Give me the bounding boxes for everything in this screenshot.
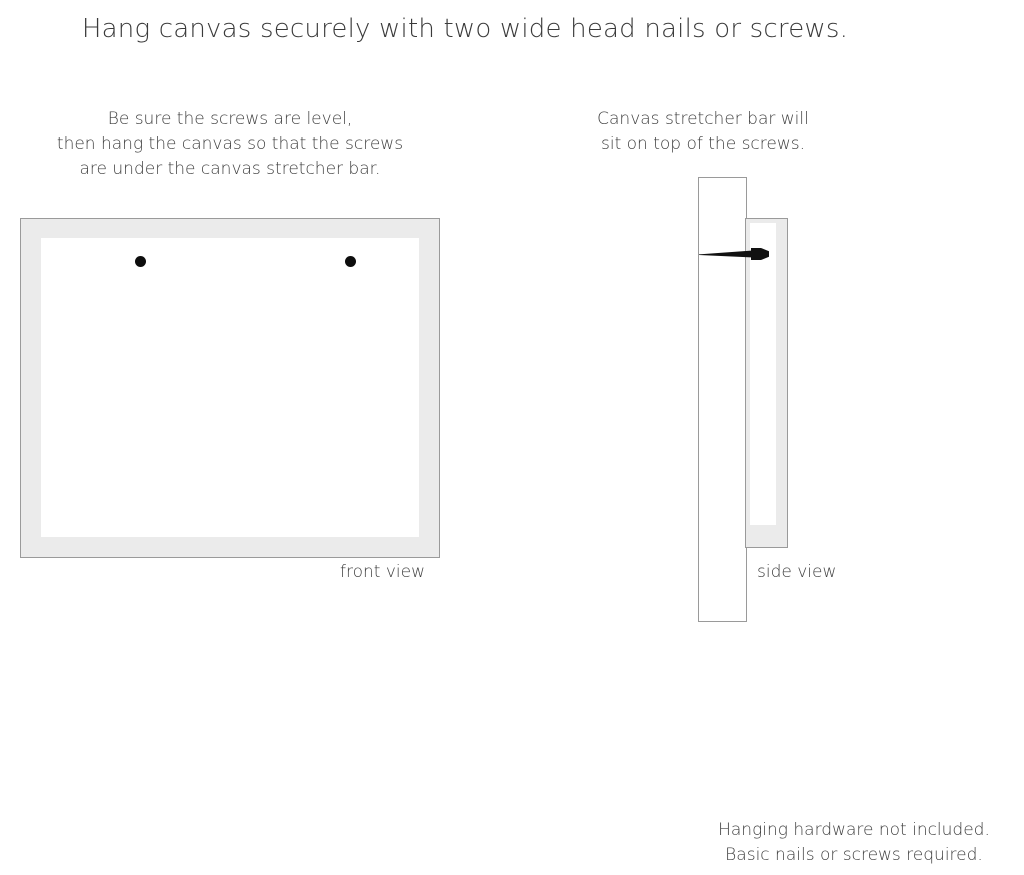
footnote: Hanging hardware not included. Basic nai…	[704, 818, 1004, 868]
front-view-caption: Be sure the screws are level, then hang …	[10, 107, 450, 182]
screw-head-left-icon	[134, 256, 146, 268]
side-view-caption-line-2: sit on top of the screws.	[600, 134, 806, 154]
side-view-diagram	[690, 170, 840, 630]
page-title: Hang canvas securely with two wide head …	[81, 14, 849, 44]
front-view-caption-line-3: are under the canvas stretcher bar.	[79, 159, 381, 179]
canvas-face-front	[41, 238, 419, 537]
stretcher-bar-inner-profile	[750, 223, 776, 525]
nail-icon	[699, 246, 769, 260]
side-view-caption: Canvas stretcher bar will sit on top of …	[553, 107, 853, 157]
front-view-caption-line-1: Be sure the screws are level,	[107, 109, 353, 129]
front-view-label: front view	[340, 562, 425, 582]
footnote-line-1: Hanging hardware not included.	[718, 820, 990, 840]
screw-head-right-icon	[345, 256, 357, 268]
side-view-caption-line-1: Canvas stretcher bar will	[597, 109, 809, 129]
footnote-line-2: Basic nails or screws required.	[725, 845, 983, 865]
wall-cross-section	[698, 177, 747, 622]
side-view-label: side view	[757, 562, 837, 582]
front-view-diagram	[20, 218, 440, 558]
front-view-caption-line-2: then hang the canvas so that the screws	[56, 134, 404, 154]
